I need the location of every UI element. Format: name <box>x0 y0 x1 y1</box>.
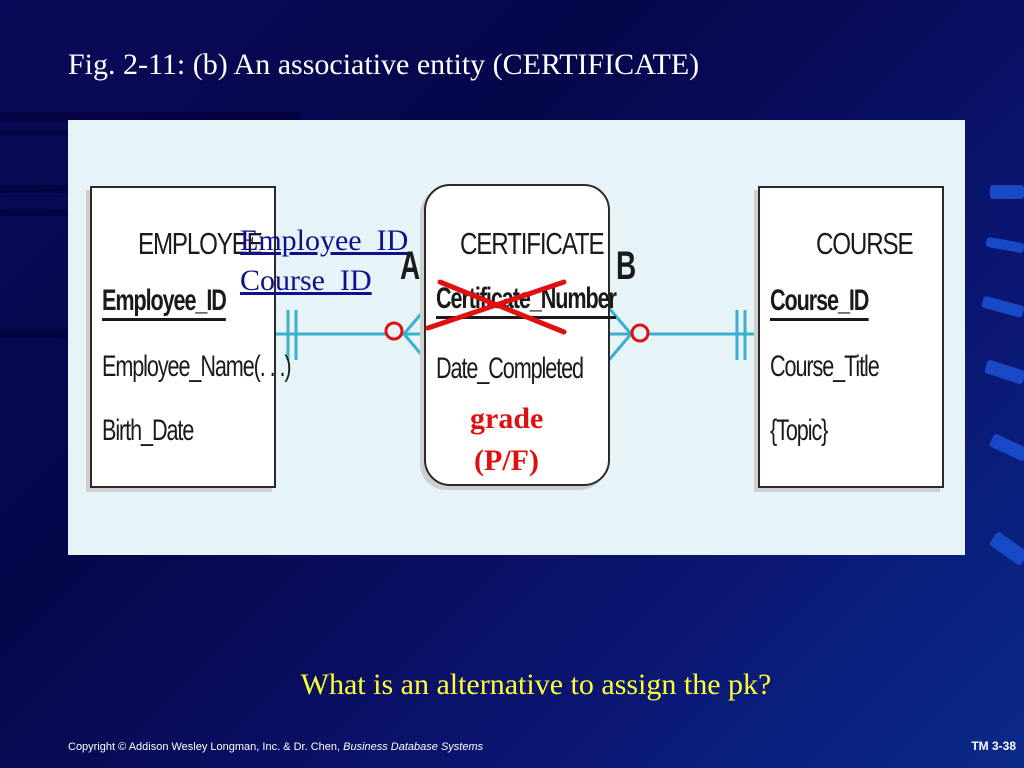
slide-title: Fig. 2-11: (b) An associative entity (CE… <box>68 48 700 81</box>
relationship-label-b: B <box>616 244 637 288</box>
crows-foot-line <box>607 333 633 361</box>
crows-foot-line <box>402 307 428 335</box>
entity-name: EMPLOYEE <box>138 226 263 261</box>
entity-course[interactable]: COURSE Course_ID Course_Title {Topic} <box>758 186 944 488</box>
added-attribute-grade: grade <box>470 402 544 435</box>
attribute: Date_Completed <box>436 352 584 385</box>
copyright-footer: Copyright © Addison Wesley Longman, Inc.… <box>68 741 483 753</box>
optional-circle <box>384 321 404 341</box>
attribute: Birth_Date <box>102 414 194 447</box>
crows-foot-line <box>402 333 428 361</box>
attribute: {Topic} <box>770 414 828 447</box>
suggested-key-course-id: Course_ID <box>240 264 372 297</box>
slide-number: TM 3-38 <box>971 739 1016 753</box>
added-attribute-pf: (P/F) <box>474 444 539 477</box>
copyright-text: Copyright © Addison Wesley Longman, Inc.… <box>68 741 344 753</box>
entity-name: CERTIFICATE <box>460 226 605 261</box>
strike-through-mark <box>425 279 567 335</box>
book-title: Business Database Systems <box>343 741 484 753</box>
relationship-label-a: A <box>400 244 421 288</box>
optional-circle <box>630 323 650 343</box>
attribute: Course_Title <box>770 350 880 383</box>
attribute: Employee_Name(. . .) <box>102 350 292 383</box>
question-text: What is an alternative to assign the pk? <box>300 668 772 701</box>
er-diagram-panel: EMPLOYEE Employee_ID Employee_Name(. . .… <box>68 120 965 555</box>
primary-key-attribute: Course_ID <box>770 284 869 321</box>
crows-foot-line <box>607 307 633 335</box>
primary-key-attribute: Employee_ID <box>102 284 227 321</box>
connector-layer <box>276 307 759 361</box>
entity-employee[interactable]: EMPLOYEE Employee_ID Employee_Name(. . .… <box>90 186 292 488</box>
entity-certificate[interactable]: CERTIFICATE Certificate_Number Date_Comp… <box>424 184 617 486</box>
entity-name: COURSE <box>816 226 914 261</box>
suggested-key-employee-id: Employee_ID <box>240 224 409 257</box>
